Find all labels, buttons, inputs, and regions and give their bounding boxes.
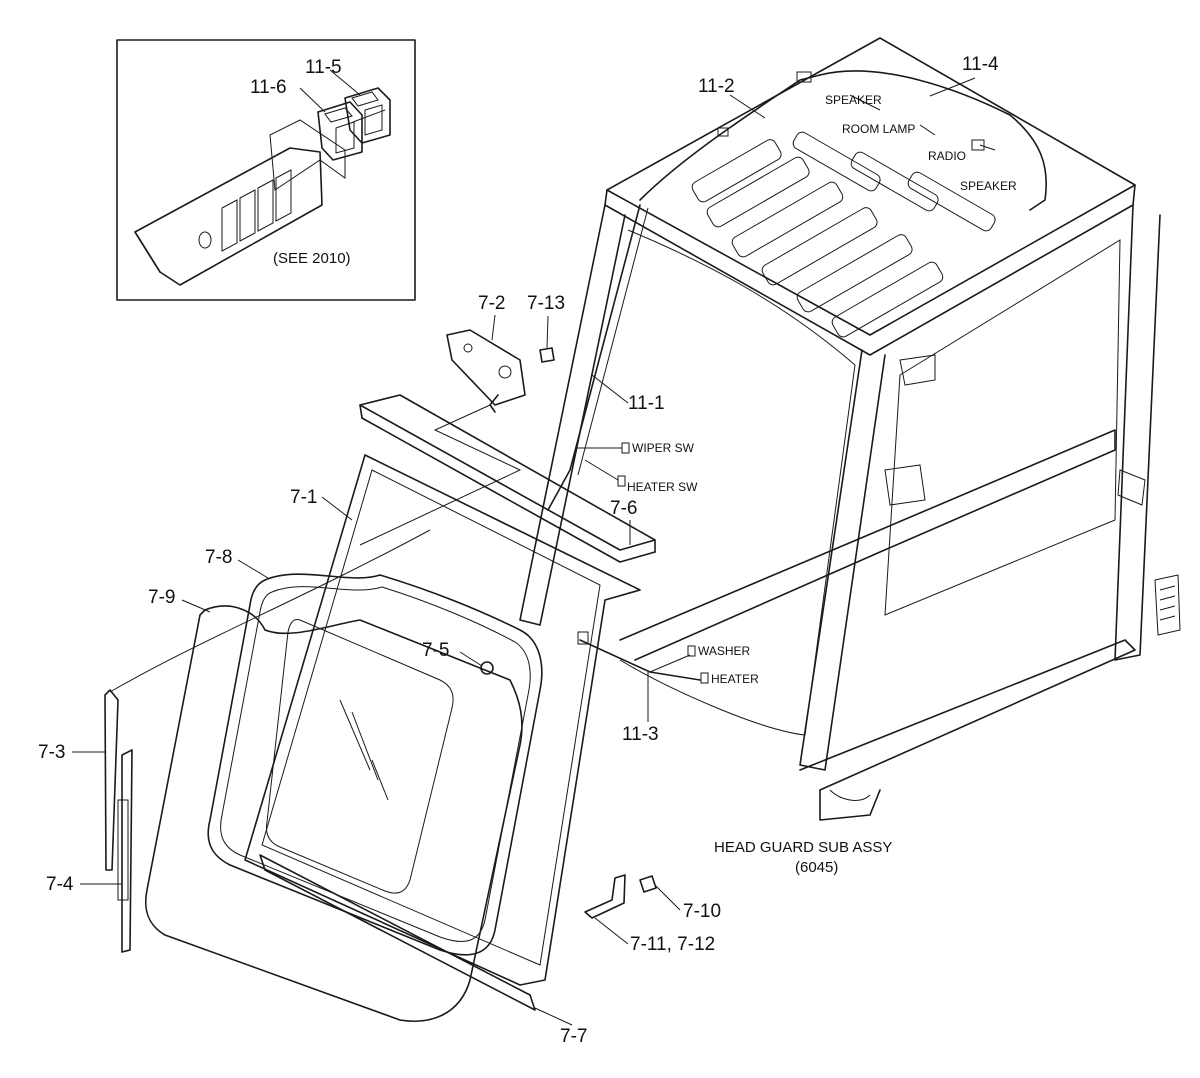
weatherstrip-7-9 <box>144 605 523 1022</box>
wiper-motor-7-2 <box>446 329 526 413</box>
rocker-switch-11-5 <box>344 87 391 144</box>
floor-rail <box>799 639 1136 791</box>
harness-11-1 <box>547 204 641 511</box>
head-guard-frame <box>519 37 1181 821</box>
callout-11-6: 11-6 <box>250 77 287 98</box>
label-washer: WASHER <box>698 644 751 658</box>
label-speaker-rear: SPEAKER <box>960 179 1017 193</box>
window-frame-7-1 <box>244 454 641 986</box>
front-center-post <box>799 349 886 771</box>
rocker-switch-11-6 <box>317 101 363 161</box>
inset-detail: 11-5 11-6 (SEE 2010) <box>116 39 416 301</box>
front-window-assembly <box>104 329 701 1022</box>
nut-7-5 <box>480 661 494 675</box>
label-room-lamp: ROOM LAMP <box>842 122 915 136</box>
callout-7-2: 7-2 <box>478 293 505 314</box>
label-radio: RADIO <box>928 149 966 163</box>
bolt-7-10 <box>639 875 657 893</box>
callout-11-4: 11-4 <box>962 54 999 75</box>
bracket-7-11 <box>584 874 626 919</box>
label-wiper-sw: WIPER SW <box>632 441 695 455</box>
top-channel-7-6 <box>359 394 656 551</box>
callout-7-6: 7-6 <box>610 498 637 519</box>
callout-11-5: 11-5 <box>305 57 342 78</box>
bottom-channel-7-7 <box>259 854 536 1011</box>
switch-panel <box>134 119 346 286</box>
callout-7-13: 7-13 <box>527 293 565 314</box>
inset-frame <box>116 39 416 301</box>
callout-11-1: 11-1 <box>628 393 665 414</box>
roof-vents <box>691 131 996 338</box>
rear-right-post <box>1114 204 1161 661</box>
callout-7-9: 7-9 <box>148 587 175 608</box>
glass-pane <box>265 619 454 894</box>
label-speaker-front: SPEAKER <box>825 93 882 107</box>
harness-11-4 <box>819 70 1048 211</box>
wiper-arm-7-3 <box>104 689 119 871</box>
roof-top <box>606 37 1136 336</box>
callout-7-4: 7-4 <box>46 874 74 895</box>
callout-7-3: 7-3 <box>38 742 65 763</box>
assembly-name: HEAD GUARD SUB ASSY <box>714 839 892 856</box>
callout-7-7: 7-7 <box>560 1026 587 1047</box>
assembly-code: (6045) <box>795 859 838 876</box>
callout-7-10: 7-10 <box>683 901 721 922</box>
callout-7-11-7-12: 7-11, 7-12 <box>630 934 715 955</box>
callout-11-2: 11-2 <box>698 76 735 97</box>
callout-7-8: 7-8 <box>205 547 232 568</box>
side-beam <box>619 429 1116 661</box>
bolt-7-13 <box>539 347 555 363</box>
callout-11-3: 11-3 <box>622 724 659 745</box>
glass-seal-7-8 <box>207 573 543 956</box>
front-left-post <box>519 204 626 626</box>
callout-7-1: 7-1 <box>290 487 317 508</box>
label-heater-sw: HEATER SW <box>627 480 698 494</box>
callout-7-5: 7-5 <box>422 640 449 661</box>
label-heater: HEATER <box>711 672 759 686</box>
inset-see-note: (SEE 2010) <box>273 250 351 267</box>
wiper-blade-7-4 <box>121 749 133 953</box>
